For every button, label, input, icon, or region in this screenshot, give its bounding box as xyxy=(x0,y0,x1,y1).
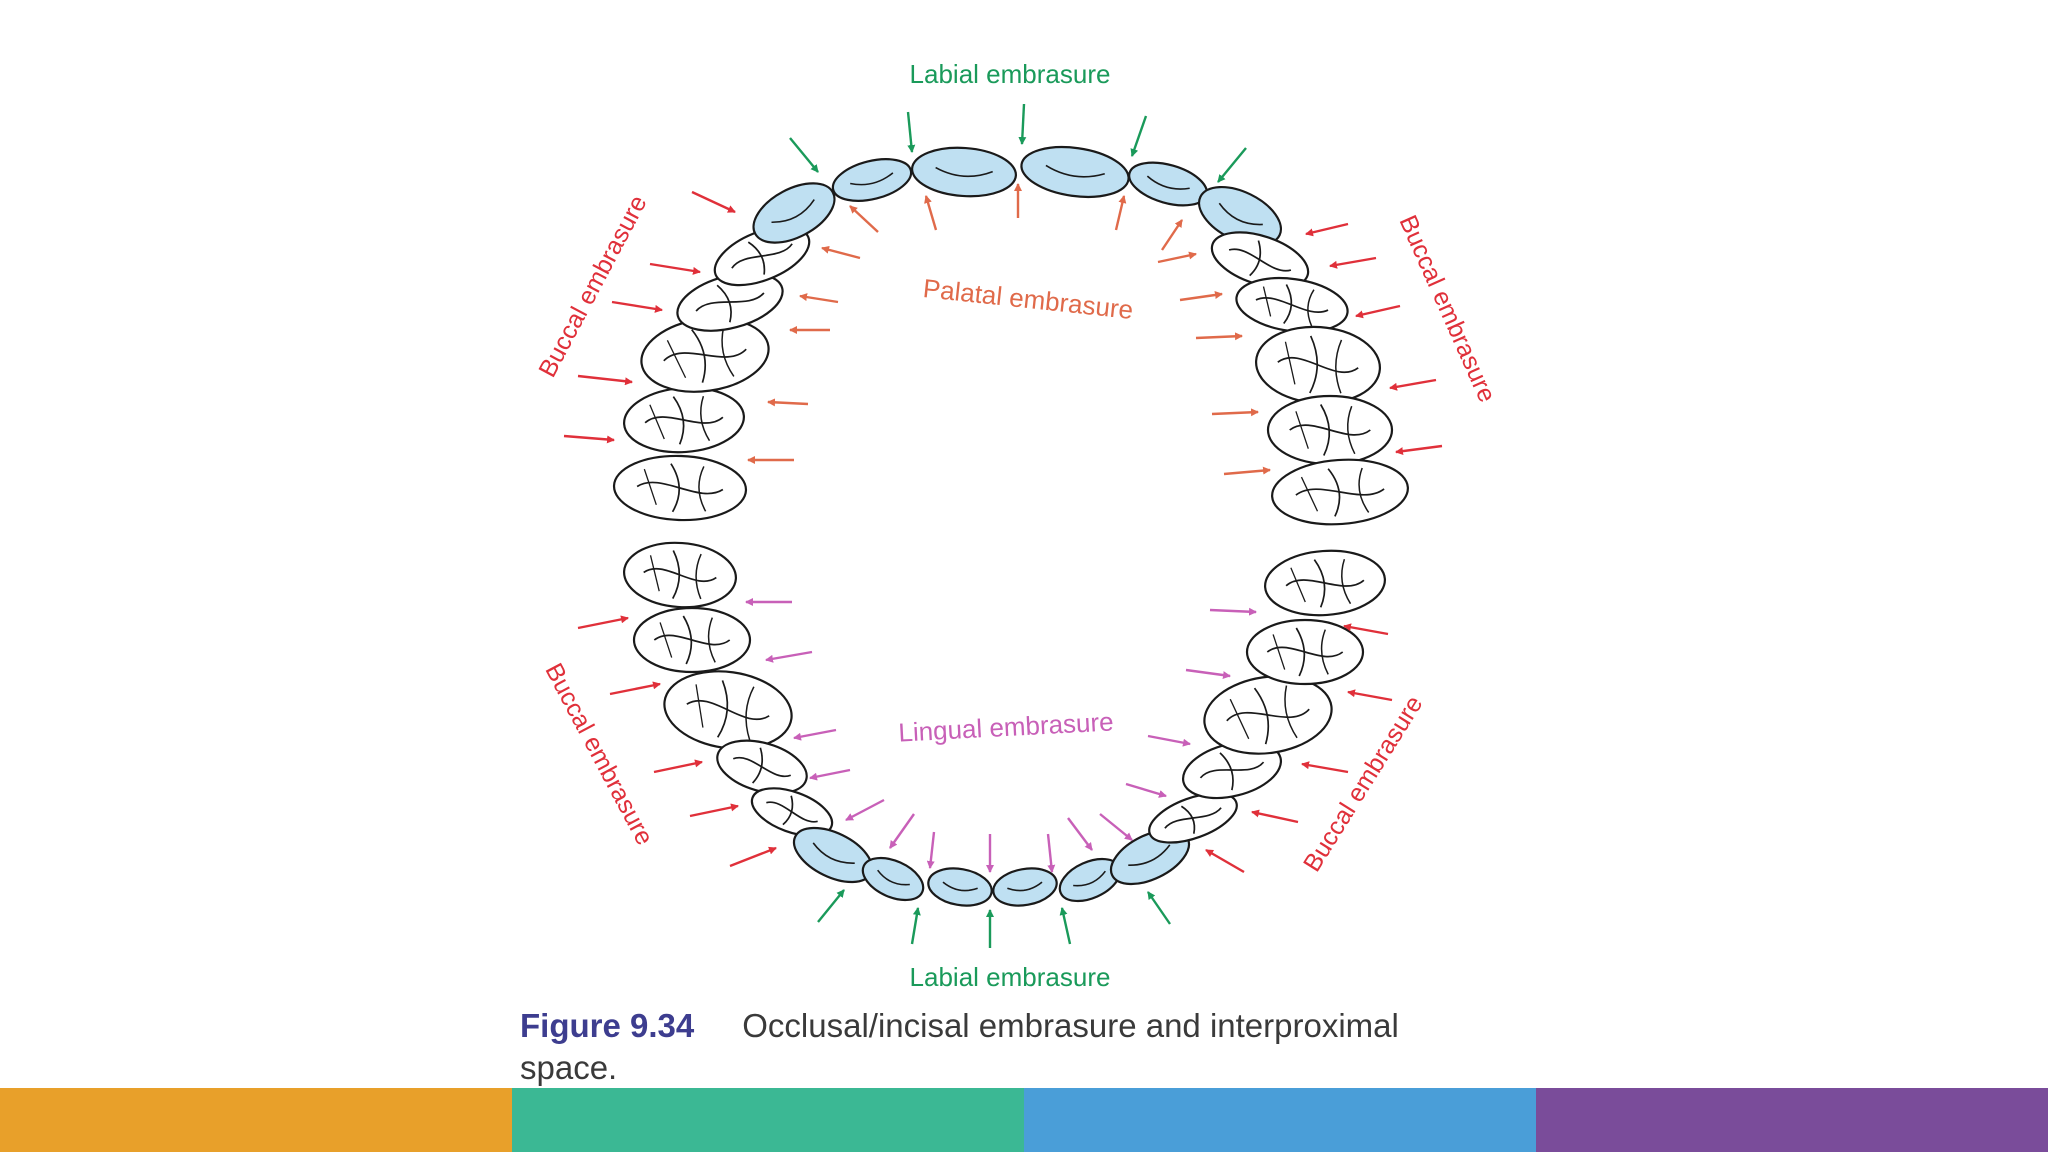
lingual-embrasure-arrow xyxy=(1067,817,1093,851)
buccal-embrasure-arrow xyxy=(609,681,661,696)
posterior-tooth xyxy=(1266,394,1394,466)
labial-embrasure-arrow xyxy=(1059,907,1072,945)
anterior-tooth xyxy=(1197,185,1283,247)
buccal-embrasure-arrow xyxy=(1301,761,1349,774)
labial-embrasure-arrow xyxy=(1130,115,1148,157)
footer-segment-blue xyxy=(1024,1088,1536,1152)
labial-embrasure-arrow xyxy=(817,889,845,923)
anterior-tooth xyxy=(927,867,993,907)
anterior-tooth xyxy=(752,182,836,244)
lingual-embrasure-arrow xyxy=(765,650,813,663)
lingual-embrasure-arrow xyxy=(845,798,885,822)
labial-embrasure-arrow xyxy=(1018,103,1027,145)
buccal-embrasure-arrow xyxy=(1205,848,1245,874)
posterior-tooth xyxy=(1203,675,1333,755)
figure-number: Figure 9.34 xyxy=(520,1007,695,1044)
lingual-embrasure-label: Lingual embrasure xyxy=(898,706,1115,747)
posterior-tooth xyxy=(663,670,793,750)
labial-embrasure-arrow xyxy=(906,111,916,153)
posterior-tooth xyxy=(622,541,738,609)
teeth xyxy=(612,145,1409,907)
posterior-tooth xyxy=(1254,325,1382,405)
palatal-embrasure-arrow xyxy=(924,195,938,231)
lingual-embrasure-arrow xyxy=(926,831,936,869)
palatal-embrasure-arrow xyxy=(821,245,861,260)
posterior-tooth xyxy=(1271,458,1409,526)
buccal-embrasure-arrow xyxy=(1329,256,1377,269)
buccal-embrasure-arrow xyxy=(691,190,736,214)
lingual-embrasure-arrow xyxy=(1147,734,1191,747)
footer-segment-green xyxy=(512,1088,1024,1152)
palatal-embrasure-arrow xyxy=(1114,195,1127,231)
palatal-embrasure-arrow xyxy=(1157,251,1197,264)
anterior-tooth xyxy=(1058,857,1122,903)
buccal-embrasure-arrow xyxy=(1251,809,1299,824)
palatal-embrasure-arrow xyxy=(1195,332,1243,341)
buccal-embrasure-arrow xyxy=(1355,304,1401,319)
palatal-embrasure-arrow xyxy=(1179,291,1223,302)
labial-embrasure-bottom-label: Labial embrasure xyxy=(910,962,1111,992)
lingual-embrasure-arrow xyxy=(1185,668,1231,680)
anterior-tooth xyxy=(910,146,1018,198)
buccal-embrasure-upper-left-label: Buccal embrasure xyxy=(533,191,652,382)
labial-embrasure-arrow xyxy=(789,137,819,173)
buccal-embrasure-arrow xyxy=(1347,689,1393,702)
footer-segment-purple xyxy=(1536,1088,2048,1152)
anterior-tooth xyxy=(861,856,925,902)
palatal-embrasure-arrow xyxy=(1211,408,1259,417)
palatal-embrasure-arrow xyxy=(849,205,879,233)
posterior-tooth xyxy=(1245,618,1365,686)
anterior-tooth xyxy=(992,867,1058,907)
footer-color-bar xyxy=(0,1088,2048,1152)
buccal-embrasure-arrow xyxy=(1395,444,1443,456)
labial-embrasure-arrow xyxy=(1147,891,1171,925)
posterior-tooth xyxy=(623,386,745,454)
buccal-embrasure-arrow xyxy=(1305,222,1349,237)
posterior-tooth xyxy=(612,454,748,522)
buccal-embrasure-arrow xyxy=(611,300,663,313)
buccal-embrasure-arrow xyxy=(689,803,739,818)
buccal-embrasure-arrow xyxy=(1389,378,1437,391)
labial-embrasure-arrow xyxy=(910,907,921,945)
buccal-embrasure-arrow xyxy=(577,615,629,630)
buccal-embrasure-arrow xyxy=(1343,623,1389,636)
lingual-embrasure-arrow xyxy=(1125,782,1167,798)
palatal-embrasure-arrow xyxy=(1161,219,1183,251)
posterior-tooth xyxy=(750,787,834,837)
buccal-embrasure-arrow xyxy=(563,434,615,444)
buccal-embrasure-arrow xyxy=(653,759,703,774)
palatal-embrasure-arrow xyxy=(767,398,809,407)
lingual-embrasure-arrow xyxy=(1046,833,1056,873)
lingual-embrasure-arrow xyxy=(809,768,851,781)
posterior-tooth xyxy=(1264,549,1386,617)
buccal-embrasure-upper-right-label: Buccal embrasure xyxy=(1394,211,1502,406)
lingual-embrasure-arrow xyxy=(1209,607,1257,616)
lingual-embrasure-arrow xyxy=(1099,813,1133,841)
buccal-embrasure-arrow xyxy=(649,262,701,275)
lingual-embrasure-arrow xyxy=(793,728,837,741)
buccal-embrasure-arrow xyxy=(729,846,777,868)
anterior-tooth xyxy=(1128,161,1208,207)
footer-segment-orange xyxy=(0,1088,512,1152)
palatal-embrasure-arrow xyxy=(1223,466,1271,476)
posterior-tooth xyxy=(716,739,808,795)
embrasure-arrows xyxy=(563,103,1443,948)
anterior-tooth xyxy=(1020,145,1130,199)
figure-caption-text: Occlusal/incisal embrasure and interprox… xyxy=(520,1007,1399,1086)
palatal-embrasure-label: Palatal embrasure xyxy=(922,273,1135,325)
posterior-tooth xyxy=(1148,792,1238,844)
buccal-embrasure-arrow xyxy=(577,374,633,386)
posterior-tooth xyxy=(632,606,752,674)
palatal-embrasure-arrow xyxy=(799,293,839,304)
labial-embrasure-top-label: Labial embrasure xyxy=(910,59,1111,89)
anterior-tooth xyxy=(831,158,913,202)
labial-embrasure-arrow xyxy=(1217,147,1247,183)
lingual-embrasure-arrow xyxy=(889,813,915,849)
